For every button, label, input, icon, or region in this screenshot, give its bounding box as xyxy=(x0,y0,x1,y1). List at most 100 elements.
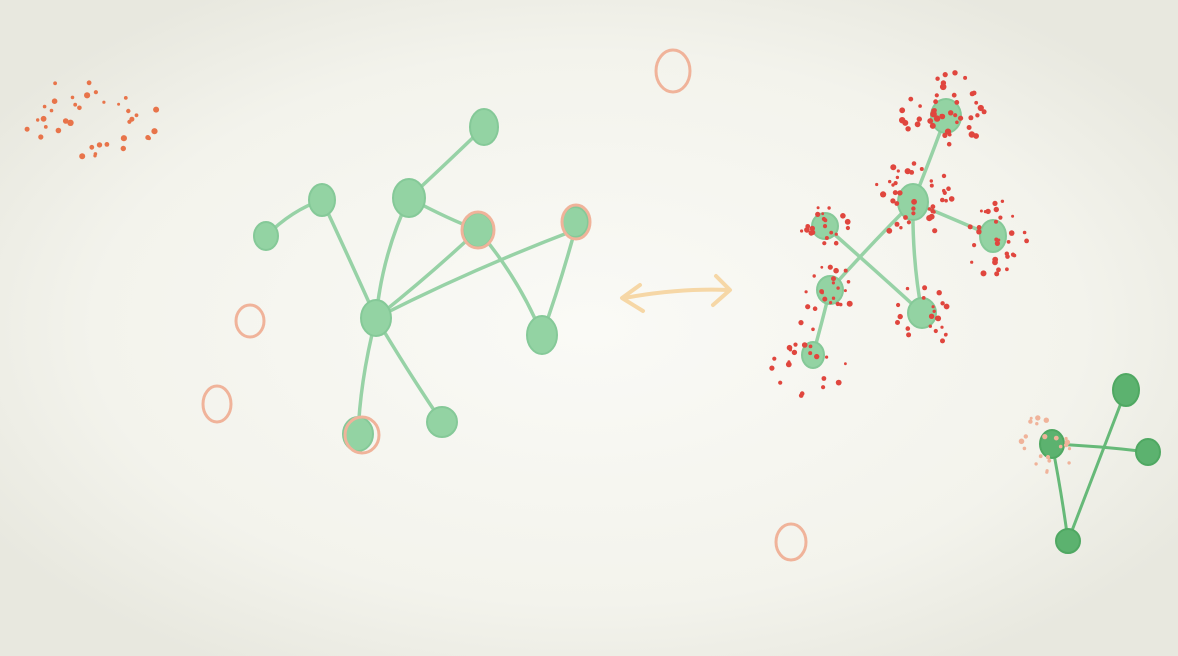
speckle-dot xyxy=(831,276,836,282)
speckle-dot xyxy=(886,227,893,234)
speckle-dot xyxy=(1043,417,1050,423)
speckle-dot xyxy=(799,391,805,396)
speckle-dot xyxy=(829,230,834,235)
speckle-dot xyxy=(943,303,950,310)
speckle-dot xyxy=(825,355,829,359)
node xyxy=(469,108,499,146)
node xyxy=(801,341,825,369)
speckle-dot xyxy=(831,281,836,285)
empty-circles xyxy=(201,48,808,562)
speckle-dot xyxy=(93,154,97,158)
speckle-dot xyxy=(1035,422,1039,426)
speckle-dot xyxy=(905,286,910,291)
speckle-dot xyxy=(73,102,78,107)
speckle-dot xyxy=(992,259,998,266)
node xyxy=(360,299,392,337)
speckle-dot xyxy=(1035,415,1041,421)
speckle-dot xyxy=(117,102,121,106)
speckle-dot xyxy=(1063,442,1069,448)
empty-circle-icon xyxy=(774,522,808,562)
speckle-dot xyxy=(976,225,982,230)
speckle-dot xyxy=(1000,199,1005,203)
speckle-dot xyxy=(821,376,827,381)
speckle-dot xyxy=(911,198,917,205)
speckle-dot xyxy=(946,141,952,147)
speckle-dot xyxy=(823,218,828,223)
speckle-dot xyxy=(785,361,792,368)
speckle-dot xyxy=(1042,434,1048,440)
speckle-dot xyxy=(805,224,810,229)
speckle-dot xyxy=(801,342,808,348)
speckle-dot xyxy=(1005,267,1009,272)
speckle-dot xyxy=(151,128,158,135)
speckle-dot xyxy=(897,190,903,196)
speckle-dot xyxy=(906,220,912,225)
speckle-dot xyxy=(940,80,947,86)
speckle-dot xyxy=(809,225,815,232)
speckle-dot xyxy=(875,182,879,187)
speckle-dot xyxy=(930,110,937,118)
speckle-dot xyxy=(890,198,896,204)
speckle-dot xyxy=(944,198,948,203)
node xyxy=(426,406,458,438)
speckle-dot xyxy=(126,108,131,114)
speckle-dot xyxy=(812,306,818,312)
speckle-dot xyxy=(829,301,833,305)
speckle-dot xyxy=(942,188,946,193)
speckle-dot xyxy=(890,164,897,171)
speckle-dot xyxy=(77,105,82,111)
speckle-dot xyxy=(822,241,827,246)
node-outline xyxy=(560,203,592,241)
speckle-dot xyxy=(932,228,938,234)
speckle-dot xyxy=(805,304,811,310)
node xyxy=(308,183,336,217)
speckle-dot xyxy=(899,226,903,230)
speckle-dot xyxy=(134,113,139,118)
node xyxy=(979,219,1007,253)
speckle-dot xyxy=(931,305,935,309)
speckle-dot xyxy=(793,342,798,347)
speckle-dot xyxy=(840,213,846,219)
speckle-dot xyxy=(894,221,900,227)
speckle-dot xyxy=(1038,454,1043,459)
speckle-dot xyxy=(835,379,842,386)
speckle-dot xyxy=(932,210,936,214)
speckle-dot xyxy=(896,302,901,308)
speckle-dot xyxy=(1023,434,1028,439)
speckle-dot xyxy=(89,144,95,150)
speckle-dot xyxy=(808,351,813,356)
speckle-dot xyxy=(916,116,922,122)
speckle-dot xyxy=(908,96,914,102)
speckle-dot xyxy=(49,108,54,113)
speckle-dot xyxy=(824,236,829,240)
speckle-dot xyxy=(67,119,74,127)
speckle-dot xyxy=(1005,254,1010,259)
speckle-cluster-top-left xyxy=(24,80,160,160)
speckle-dot xyxy=(971,90,977,96)
speckle-dot xyxy=(843,268,848,273)
speckle-dot xyxy=(70,95,75,100)
speckle-dot xyxy=(1024,238,1029,244)
speckle-dot xyxy=(933,328,938,334)
speckle-dot xyxy=(808,230,814,236)
speckle-dot xyxy=(895,320,900,325)
speckle-dot xyxy=(772,356,777,361)
speckle-dot xyxy=(911,161,917,166)
speckle-dot xyxy=(844,218,851,225)
speckle-dot xyxy=(941,173,947,179)
speckle-dot xyxy=(822,296,828,302)
speckle-dot xyxy=(905,126,911,132)
speckle-dot xyxy=(980,270,987,277)
double-headed-arrow-icon xyxy=(620,274,732,313)
node xyxy=(1135,438,1161,466)
speckle-dot xyxy=(1067,461,1071,465)
node xyxy=(526,315,558,355)
speckle-dot xyxy=(947,132,952,137)
speckle-dot xyxy=(846,300,853,307)
speckle-dot xyxy=(787,360,791,364)
network-small-nodes xyxy=(1039,373,1161,554)
speckle-dot xyxy=(940,197,945,203)
speckle-dot xyxy=(994,271,1000,277)
